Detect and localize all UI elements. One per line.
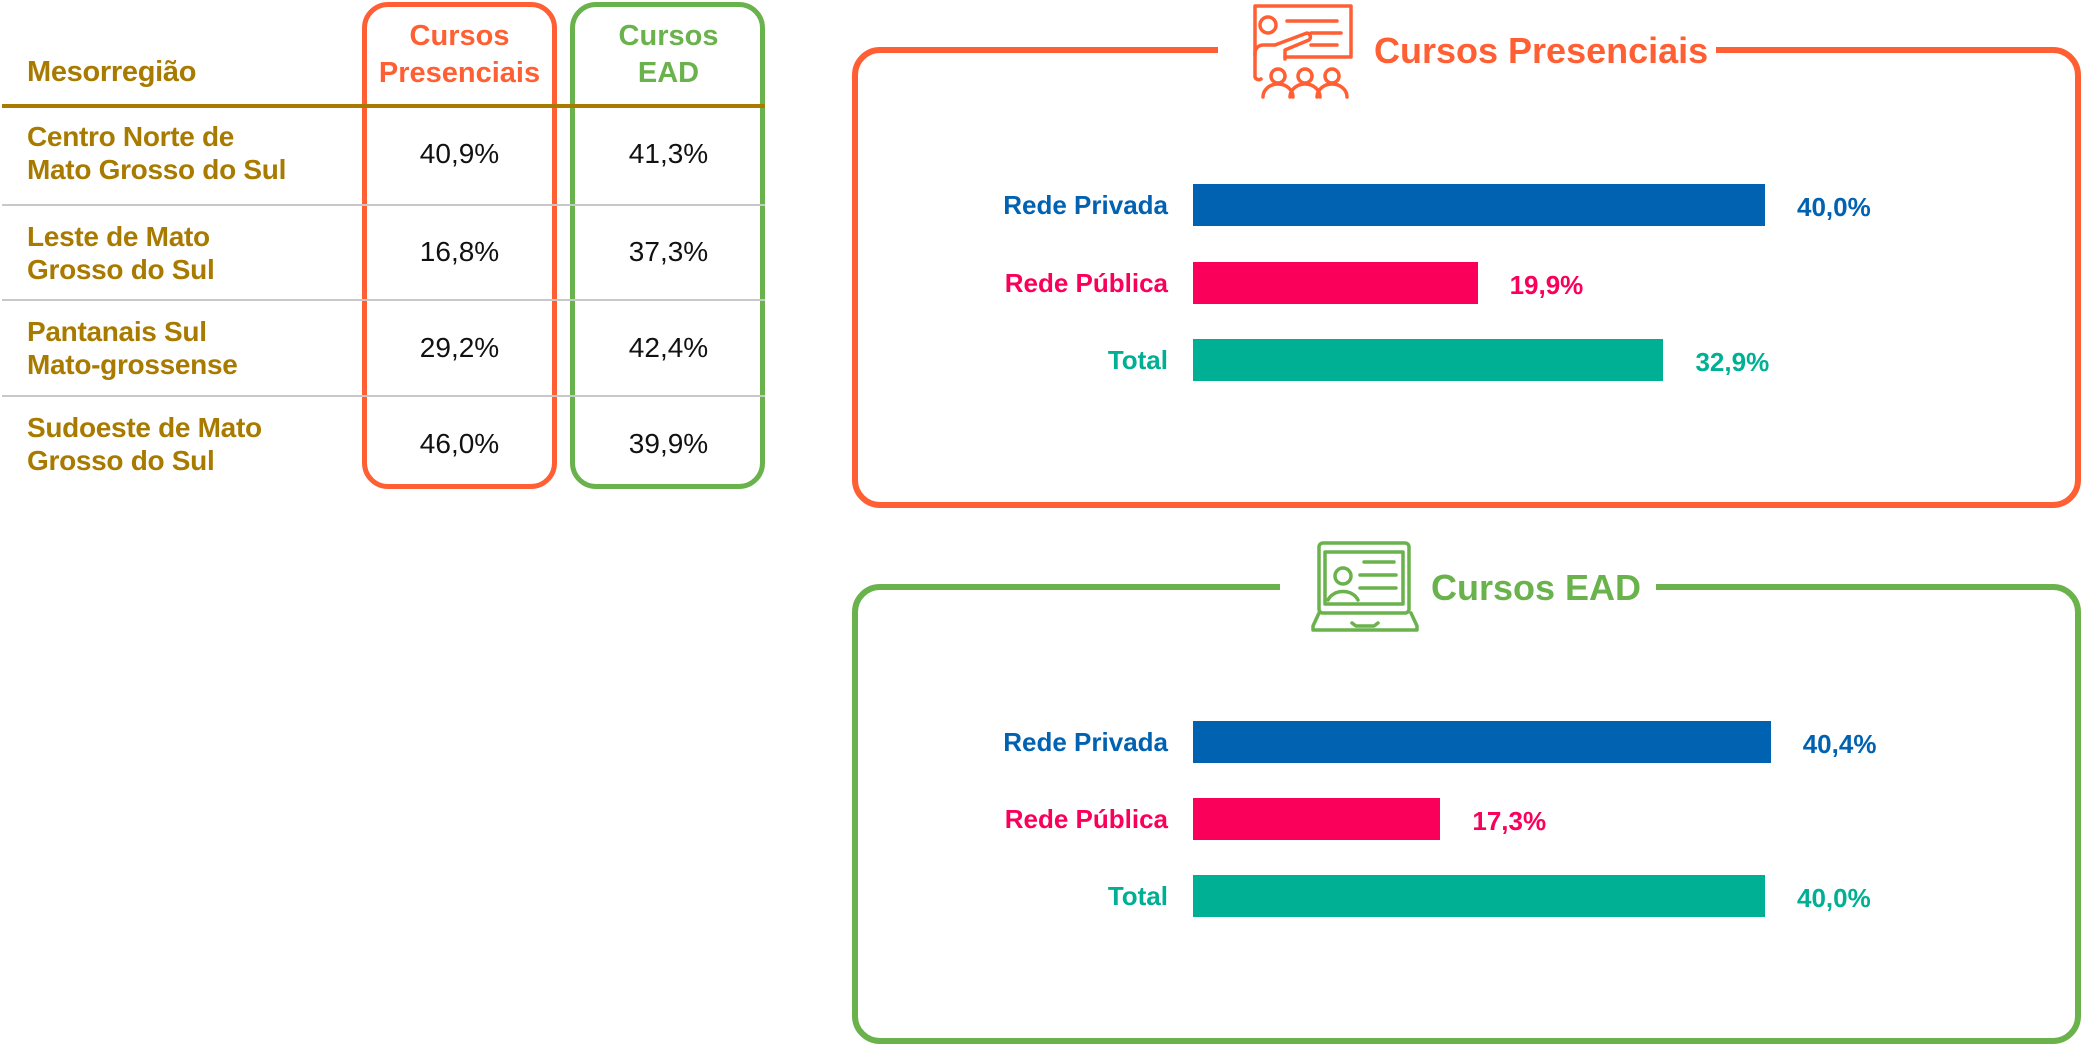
region-name-line-2: Grosso do Sul: [27, 445, 215, 476]
value-label-rede-publica: 17,3%: [1472, 806, 1547, 836]
region-name-line-2: Grosso do Sul: [27, 254, 215, 285]
ead-value: 42,4%: [628, 332, 709, 363]
header-mesorregiao: Mesorregião: [27, 56, 197, 88]
header-presencial-line-1: Cursos: [409, 20, 510, 52]
row-divider: [2, 299, 765, 301]
header-divider: [2, 104, 765, 108]
bar-total: [1193, 339, 1664, 381]
presencial-value: 16,8%: [419, 236, 500, 267]
category-label-rede-privada: Rede Privada: [1003, 727, 1168, 757]
cursos-ead-title: Cursos EAD: [1431, 567, 1642, 608]
bar-rede-publica: [1193, 798, 1441, 840]
category-label-rede-privada: Rede Privada: [1003, 190, 1168, 220]
region-name: Sudoeste de Mato Grosso do Sul: [27, 411, 262, 477]
header-cursos-presenciais: Cursos Presenciais: [357, 18, 562, 92]
region-name-line-1: Leste de Mato: [27, 221, 210, 252]
header-ead-line-2: EAD: [637, 57, 700, 89]
value-label-rede-privada: 40,0%: [1797, 192, 1871, 222]
category-label-total: Total: [1107, 881, 1168, 911]
header-presencial-line-2: Presenciais: [378, 57, 541, 89]
ead-column-highlight: [570, 2, 765, 489]
region-name-line-2: Mato Grosso do Sul: [27, 154, 287, 185]
header-ead-line-1: Cursos: [618, 20, 719, 52]
laptop-online-class-icon: [1310, 540, 1420, 634]
bar-rede-publica: [1193, 262, 1478, 304]
mesorregiao-table: Mesorregião Cursos Presenciais Cursos EA…: [0, 0, 775, 500]
category-label-total: Total: [1107, 345, 1168, 375]
panel-title-gap: [1280, 577, 1656, 597]
bar-rede-privada: [1193, 721, 1771, 763]
ead-value: 37,3%: [628, 236, 709, 267]
table-row: Pantanais Sul Mato-grossense 29,2% 42,4%: [0, 301, 770, 396]
teacher-presentation-icon: [1245, 3, 1357, 99]
value-label-total: 32,9%: [1695, 347, 1770, 377]
bar-total: [1193, 875, 1765, 917]
value-label-total: 40,0%: [1797, 883, 1871, 913]
table-row: Leste de Mato Grosso do Sul 16,8% 37,3%: [0, 206, 770, 300]
region-name: Centro Norte de Mato Grosso do Sul: [27, 120, 286, 186]
category-label-rede-publica: Rede Pública: [1004, 804, 1168, 834]
region-name: Pantanais Sul Mato-grossense: [27, 315, 238, 381]
region-name-line-1: Sudoeste de Mato: [27, 412, 262, 443]
presencial-value: 46,0%: [419, 428, 500, 459]
category-label-rede-publica: Rede Pública: [1004, 268, 1168, 298]
ead-value: 41,3%: [628, 138, 709, 169]
row-divider: [2, 204, 765, 206]
presencial-column-highlight: [362, 2, 557, 489]
presencial-value: 40,9%: [419, 138, 500, 169]
header-cursos-ead: Cursos EAD: [566, 18, 771, 92]
cursos-presenciais-title: Cursos Presenciais: [1374, 30, 1709, 71]
region-name: Leste de Mato Grosso do Sul: [27, 220, 215, 286]
bar-rede-privada: [1193, 184, 1765, 226]
value-label-rede-publica: 19,9%: [1509, 270, 1584, 300]
region-name-line-2: Mato-grossense: [27, 349, 238, 380]
region-name-line-1: Centro Norte de: [27, 121, 235, 152]
row-divider: [2, 395, 765, 397]
value-label-rede-privada: 40,4%: [1802, 729, 1877, 759]
table-row: Sudoeste de Mato Grosso do Sul 46,0% 39,…: [0, 397, 770, 492]
region-name-line-1: Pantanais Sul: [27, 316, 207, 347]
panel-title-gap: [1218, 40, 1716, 60]
table-row: Centro Norte de Mato Grosso do Sul 40,9%…: [0, 106, 770, 205]
ead-value: 39,9%: [628, 428, 709, 459]
presencial-value: 29,2%: [419, 332, 500, 363]
